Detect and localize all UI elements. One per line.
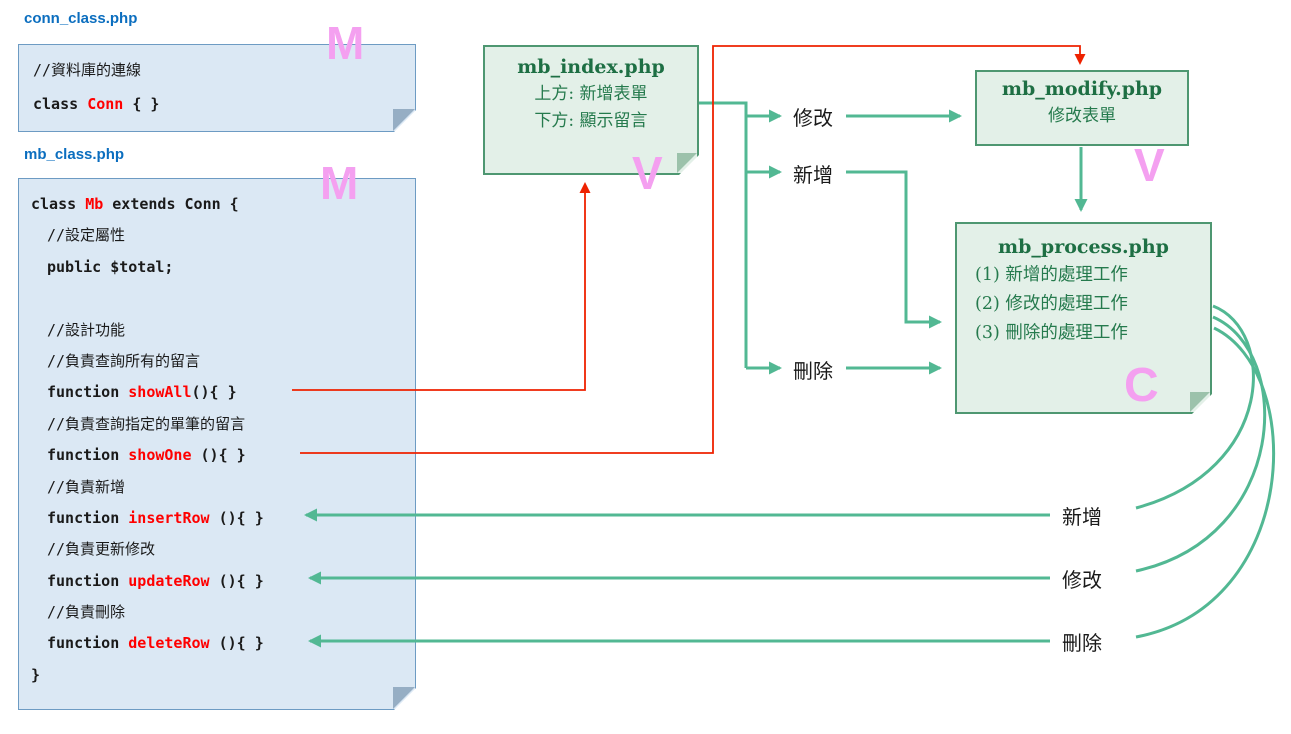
note-line: (3) 刪除的處理工作 xyxy=(975,323,1128,343)
code-red-token: updateRow xyxy=(128,571,219,590)
mb-index-title: mb_index.php xyxy=(517,56,665,78)
code-red-token: deleteRow xyxy=(128,634,219,653)
code-line: //負責更新修改 xyxy=(47,540,156,559)
code-red-token: insertRow xyxy=(128,508,219,527)
code-text: class xyxy=(31,195,86,213)
mvc-letter-controller-process: C xyxy=(1124,359,1159,412)
flow-label-delete: 刪除 xyxy=(793,361,833,383)
code-red-token: Conn xyxy=(87,95,124,113)
mb-process-title: mb_process.php xyxy=(998,236,1169,258)
mb-process-note: mb_process.php (1) 新增的處理工作 (2) 修改的處理工作 (3)… xyxy=(955,222,1212,414)
code-line: class Mb extends Conn { xyxy=(31,189,415,220)
code-line: } xyxy=(31,665,41,684)
folded-corner xyxy=(677,153,697,173)
folded-corner xyxy=(1190,392,1210,412)
code-text: { } xyxy=(123,95,160,113)
code-line: //設計功能 xyxy=(47,320,126,339)
code-text: function xyxy=(47,446,129,465)
mvc-letter-view-modify: V xyxy=(1134,139,1165,191)
note-line: 下方: 顯示留言 xyxy=(534,111,648,131)
code-red-token: showOne xyxy=(128,446,201,465)
code-text: function xyxy=(47,571,129,590)
note-line: 修改表單 xyxy=(1048,106,1116,126)
mvc-letter-view-index: V xyxy=(632,147,663,199)
mb-index-note: mb_index.php 上方: 新增表單下方: 顯示留言 xyxy=(483,45,699,175)
note-line: (2) 修改的處理工作 xyxy=(975,294,1128,314)
arrow-insert-label-to-process-box xyxy=(846,170,942,329)
action-label-insert: 新增 xyxy=(1062,507,1102,529)
code-line xyxy=(31,283,415,314)
mb-modify-note: mb_modify.php 修改表單 xyxy=(975,70,1189,146)
code-text: class xyxy=(33,95,88,113)
mb-class-filename: mb_class.php xyxy=(24,146,125,163)
code-red-token: Mb xyxy=(85,195,104,213)
code-text: function xyxy=(47,383,129,402)
code-line: public $total; xyxy=(47,257,174,276)
code-text: (){ } xyxy=(200,446,246,465)
mb-class-note: class Mb extends Conn { //設定屬性 public $tot… xyxy=(18,178,416,710)
action-label-modify: 修改 xyxy=(1062,570,1102,592)
code-line: function showOne (){ } xyxy=(31,440,415,471)
code-text: function xyxy=(47,634,129,653)
mb-code-lines: class Mb extends Conn { //設定屬性 public $tot… xyxy=(19,179,415,691)
code-line: //負責查詢指定的單筆的留言 xyxy=(47,414,246,433)
mvc-letter-model-conn: M xyxy=(326,17,365,69)
arrow-index-branch-trunk xyxy=(699,101,748,368)
process-note-lines: (1) 新增的處理工作 (2) 修改的處理工作 (3) 刪除的處理工作 xyxy=(957,261,1210,348)
code-line: //負責新增 xyxy=(47,477,126,496)
modify-note-lines: 修改表單 xyxy=(977,103,1187,130)
folded-corner xyxy=(393,687,415,709)
action-label-delete: 刪除 xyxy=(1062,633,1102,655)
note-line: (1) 新增的處理工作 xyxy=(975,265,1128,285)
code-text: extends Conn { xyxy=(103,195,239,213)
code-line: function showAll(){ } xyxy=(31,377,415,408)
code-line: function updateRow (){ } xyxy=(31,566,415,597)
code-text: (){ } xyxy=(191,383,237,402)
code-text: function xyxy=(47,508,129,527)
index-note-lines: 上方: 新增表單下方: 顯示留言 xyxy=(485,81,697,135)
code-line: function deleteRow (){ } xyxy=(31,628,415,659)
code-text: (){ } xyxy=(218,634,264,653)
code-line: //設定屬性 xyxy=(47,226,126,245)
flow-label-insert: 新增 xyxy=(793,165,833,187)
code-line: //負責刪除 xyxy=(47,603,126,622)
code-text: (){ } xyxy=(218,571,264,590)
code-text: (){ } xyxy=(218,508,264,527)
conn-code-line: class Conn { } xyxy=(33,87,415,121)
code-line: function insertRow (){ } xyxy=(31,503,415,534)
code-red-token: showAll xyxy=(128,383,192,402)
flow-label-modify: 修改 xyxy=(793,108,833,130)
note-line: 上方: 新增表單 xyxy=(534,84,648,104)
mb-modify-title: mb_modify.php xyxy=(1001,78,1163,100)
conn-class-filename: conn_class.php xyxy=(24,10,138,27)
code-line: //負責查詢所有的留言 xyxy=(47,351,201,370)
mvc-letter-model-mb: M xyxy=(320,157,359,209)
conn-comment-line: //資料庫的連線 xyxy=(33,61,142,79)
